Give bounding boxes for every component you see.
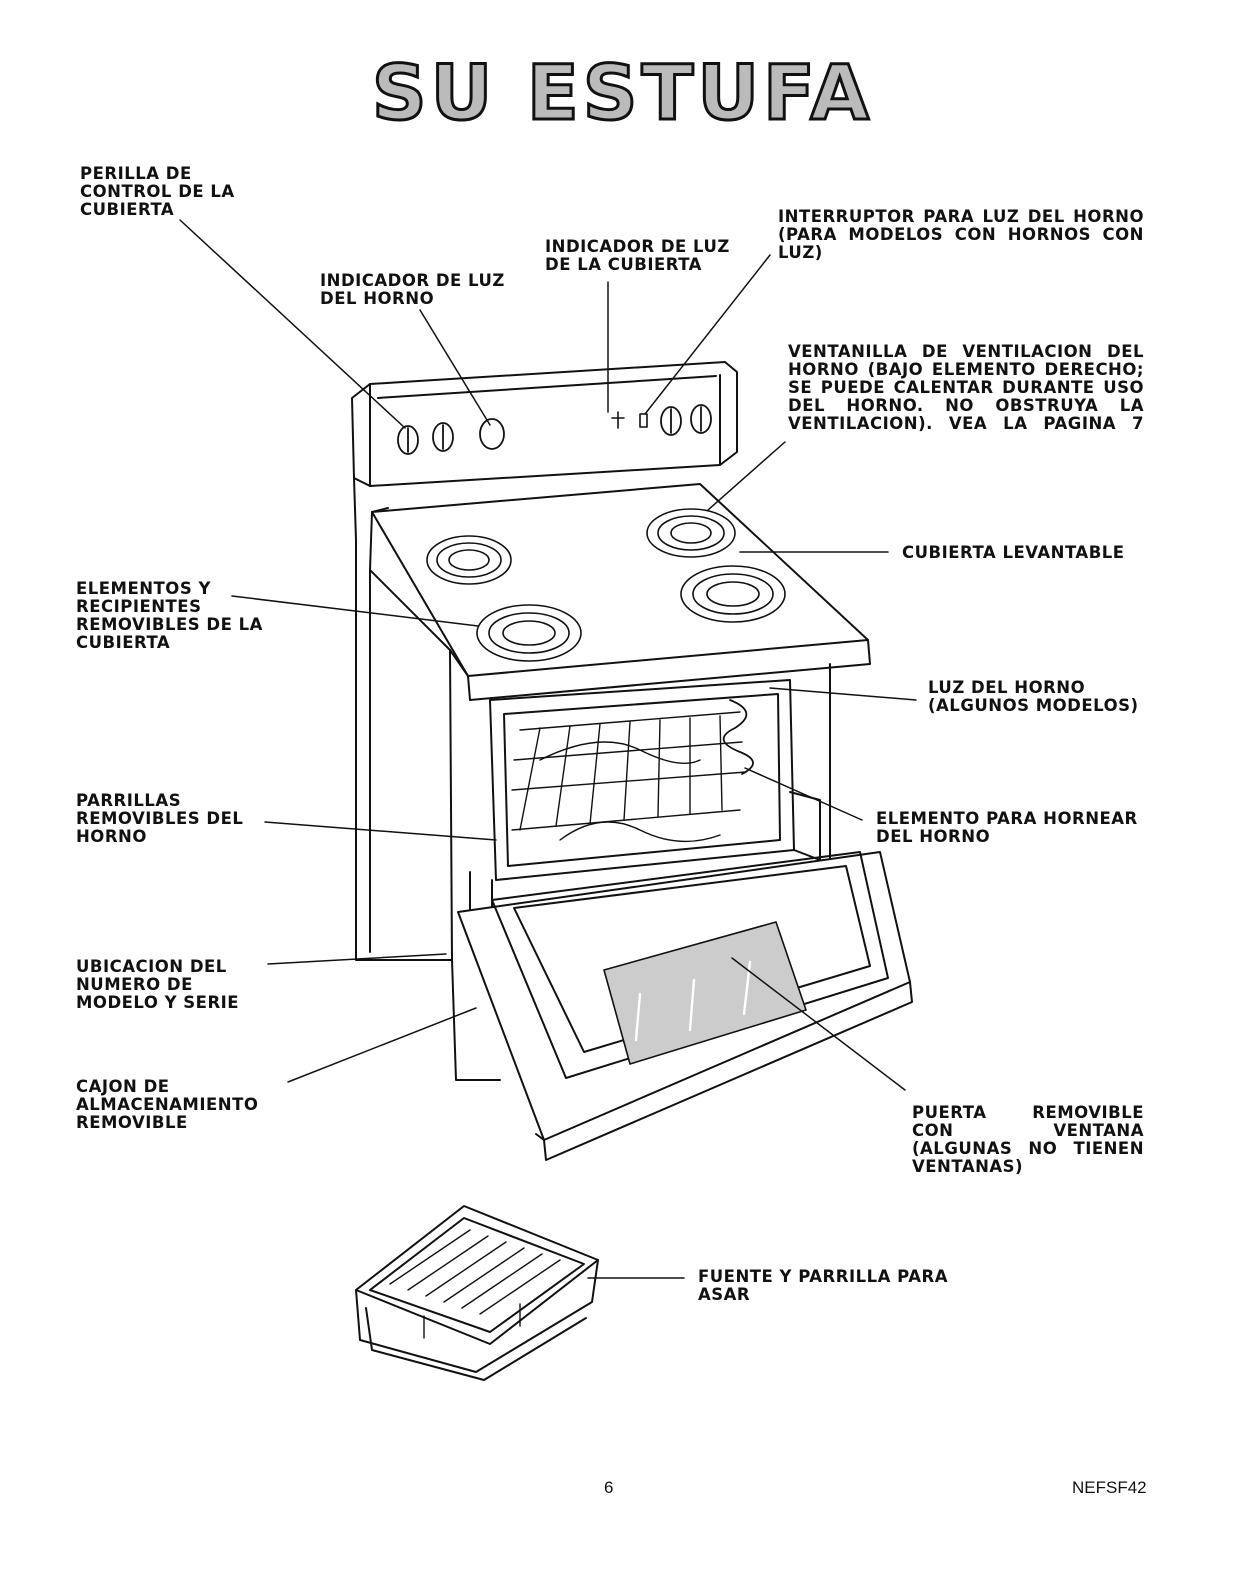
storage-drawer	[451, 959, 501, 1081]
page-number: 6	[604, 1478, 614, 1497]
label-oven-light-switch: INTERRUPTOR PARA LUZ DEL HORNO (PARA MOD…	[778, 207, 1144, 262]
label-elements-pans: ELEMENTOS Y RECIPIENTES REMOVIBLES DE LA…	[76, 579, 263, 652]
label-bake-element: ELEMENTO PARA HORNEAR DEL HORNO	[876, 809, 1138, 846]
leader-cooktop-knob	[179, 219, 406, 429]
label-lift-up-cooktop: CUBIERTA LEVANTABLE	[902, 543, 1125, 562]
leader-oven-light-indicator	[419, 309, 491, 426]
leader-lines	[179, 219, 917, 1279]
leader-elements-pans	[231, 595, 479, 627]
leader-oven-light-switch	[644, 254, 771, 415]
leader-storage-drawer	[287, 1007, 477, 1083]
label-storage-drawer: CAJON DE ALMACENAMIENTO REMOVIBLE	[76, 1077, 259, 1132]
label-serial-location: UBICACION DEL NUMERO DE MODELO Y SERIE	[76, 957, 240, 1012]
label-oven-vent: VENTANILLA DE VENTILACION DEL HORNO (BAJ…	[788, 342, 1144, 433]
leader-serial-location	[267, 953, 447, 965]
bake-element-icon	[722, 699, 754, 775]
label-oven-light: LUZ DEL HORNO (ALGUNOS MODELOS)	[928, 678, 1139, 715]
leader-oven-vent	[707, 441, 786, 511]
cooktop-control-knob-icon	[397, 404, 712, 455]
leader-bake-element	[744, 767, 863, 821]
leader-oven-light	[769, 687, 917, 701]
indicator-light-icon	[611, 411, 648, 429]
label-broiler-pan: FUENTE Y PARRILLA PARA ASAR	[698, 1267, 948, 1304]
document-code: NEFSF42	[1072, 1478, 1147, 1497]
label-oven-light-indicator: INDICADOR DE LUZ DEL HORNO	[320, 271, 505, 308]
leader-oven-racks	[264, 821, 497, 841]
backguard	[351, 361, 738, 487]
broiler-pan-icon	[355, 1205, 599, 1381]
surface-element-icon	[426, 508, 786, 662]
cooktop	[371, 483, 871, 701]
label-cooktop-light-indicator: INDICADOR DE LUZ DE LA CUBIERTA	[545, 237, 730, 274]
label-oven-racks: PARRILLAS REMOVIBLES DEL HORNO	[76, 791, 244, 846]
leader-removable-door	[731, 957, 906, 1091]
page-title: SU ESTUFA	[370, 47, 874, 139]
label-removable-door: PUERTA REMOVIBLE CON VENTANA (ALGUNAS NO…	[912, 1103, 1144, 1176]
cabinet	[353, 477, 831, 981]
oven-rack-icon	[511, 711, 747, 843]
label-cooktop-knob: PERILLA DE CONTROL DE LA CUBIERTA	[80, 164, 235, 219]
